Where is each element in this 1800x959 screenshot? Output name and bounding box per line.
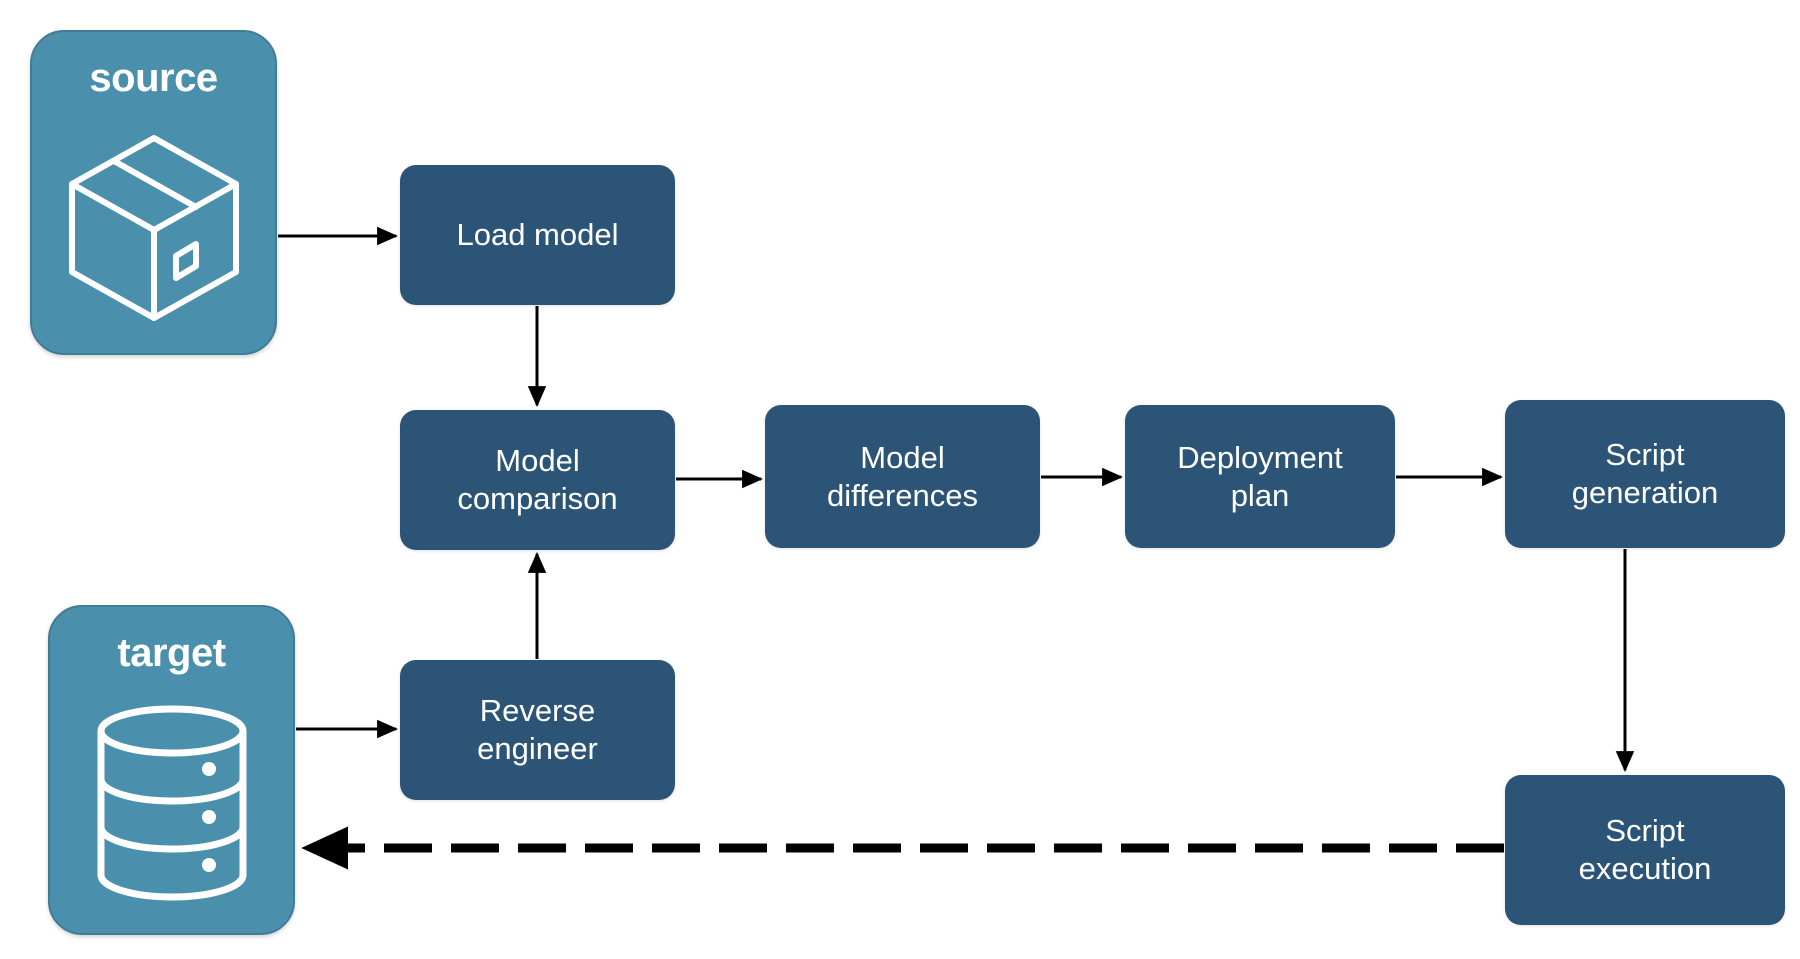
process-node-model-comparison[interactable]: Model comparison [400,410,675,550]
process-node-deployment-plan[interactable]: Deployment plan [1125,405,1395,548]
process-node-script-execution[interactable]: Script execution [1505,775,1785,925]
process-label-model-comparison: Model comparison [457,443,618,516]
endpoint-label-target: target [117,631,226,675]
endpoint-label-source: source [89,56,218,100]
process-node-model-differences[interactable]: Model differences [765,405,1040,548]
endpoint-node-source[interactable]: source [30,30,277,355]
process-label-script-execution: Script execution [1578,813,1712,886]
process-label-load-model: Load model [456,217,619,253]
package-box-icon [32,98,275,353]
process-node-script-generation[interactable]: Script generation [1505,400,1785,548]
process-node-reverse-engineer[interactable]: Reverse engineer [400,660,675,800]
process-label-deployment-plan: Deployment plan [1177,439,1343,513]
endpoint-node-target[interactable]: target [48,605,295,935]
process-node-load-model[interactable]: Load model [400,165,675,305]
process-label-script-generation: Script generation [1571,437,1719,510]
database-cylinder-icon [50,673,293,933]
process-label-reverse-engineer: Reverse engineer [477,693,598,766]
process-label-model-differences: Model differences [826,439,979,513]
